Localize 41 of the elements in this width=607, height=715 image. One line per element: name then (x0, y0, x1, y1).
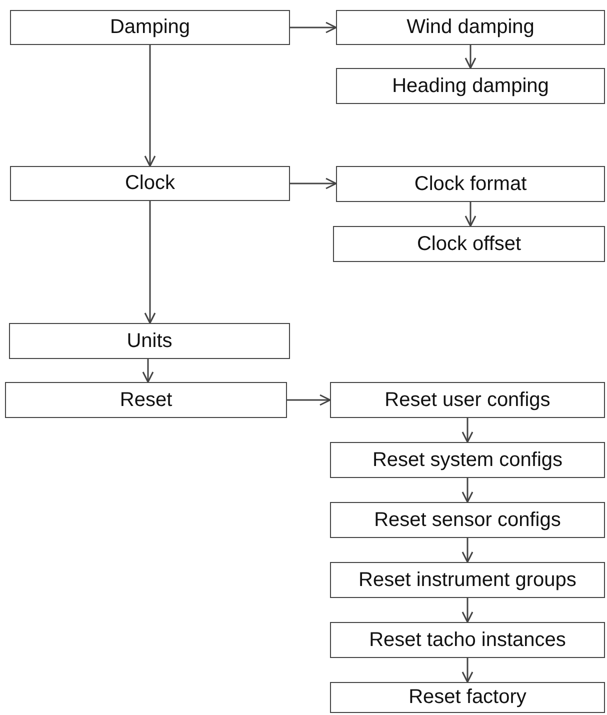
arrow (142, 359, 154, 383)
menu-box (330, 682, 605, 713)
arrow (290, 22, 337, 34)
menu-label: Reset sensor configs (374, 508, 561, 532)
menu-box (5, 382, 287, 418)
menu-label: Reset tacho instances (369, 628, 566, 652)
menu-label: Clock offset (416, 232, 522, 256)
menu-label: Reset user configs (384, 388, 550, 412)
menu-box (333, 226, 605, 262)
menu-box (336, 10, 605, 45)
menu-box (330, 622, 605, 658)
menu-label: Damping (110, 16, 190, 39)
arrow (462, 478, 474, 503)
menu-box (9, 323, 290, 359)
menu-label: Reset system configs (372, 448, 563, 472)
arrow (144, 201, 156, 324)
menu-label: Heading damping (392, 74, 549, 98)
arrow (462, 418, 474, 443)
arrow (290, 178, 337, 190)
menu-label: Wind damping (406, 16, 534, 39)
menu-label: Reset factory (408, 686, 526, 709)
menu-box (330, 382, 605, 418)
menu-label: Reset instrument groups (358, 568, 576, 592)
arrow (464, 202, 476, 227)
arrow (462, 658, 474, 683)
arrow (462, 538, 474, 563)
menu-label: Units (126, 330, 172, 352)
menu-label: Clock format (414, 172, 527, 196)
arrow (464, 45, 476, 69)
menu-box (336, 68, 605, 104)
menu-box (330, 562, 605, 598)
menu-box (330, 442, 605, 478)
menu-box (10, 166, 290, 201)
arrow (144, 45, 156, 167)
arrow (287, 394, 331, 406)
menu-box (330, 502, 605, 538)
menu-box (336, 166, 605, 202)
menu-box (10, 10, 290, 45)
arrow (462, 598, 474, 623)
menu-label: Reset (120, 388, 172, 412)
menu-label: Clock (124, 172, 175, 195)
